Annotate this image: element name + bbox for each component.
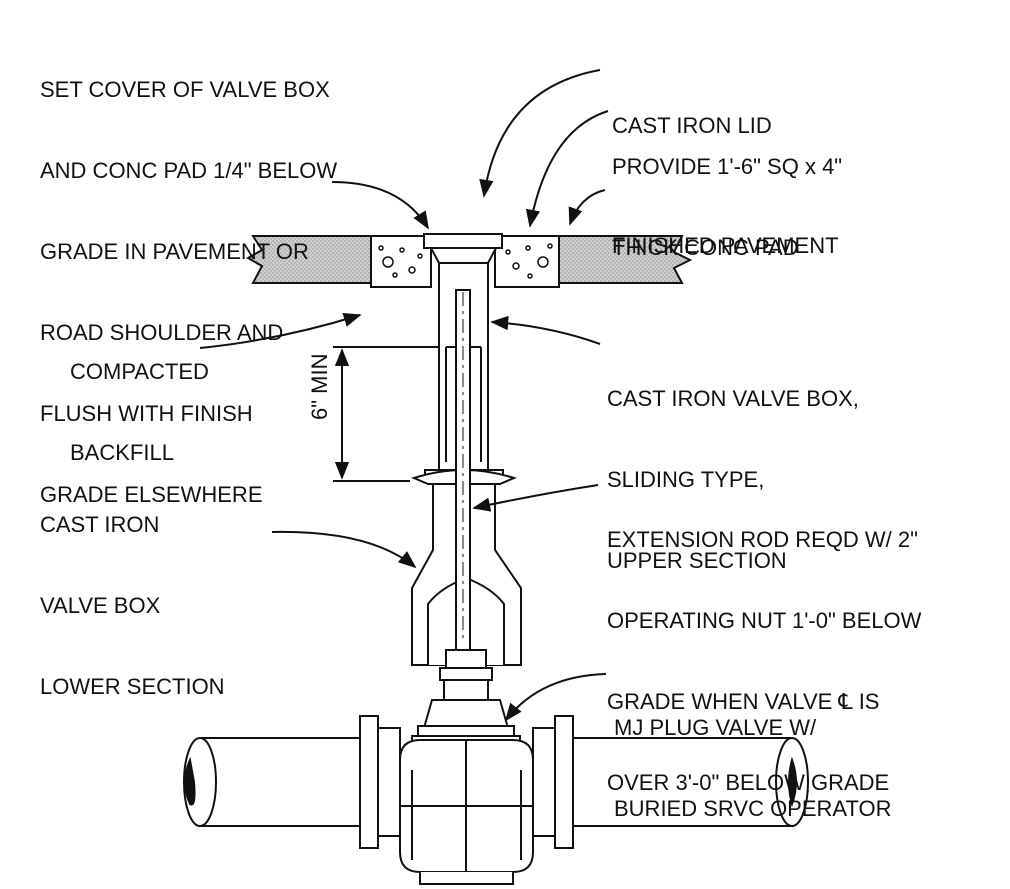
label-compacted-backfill: COMPACTED BACKFILL — [70, 304, 209, 493]
concrete-pad — [370, 235, 560, 288]
label-line: UPPER SECTION — [607, 548, 787, 573]
label-line: CAST IRON — [40, 512, 160, 537]
leader-lines — [199, 69, 609, 722]
label-set-cover: SET COVER OF VALVE BOX AND CONC PAD 1/4"… — [40, 22, 337, 535]
label-line: MJ PLUG VALVE W/ — [614, 715, 817, 740]
label-line: SET COVER OF VALVE BOX — [40, 77, 330, 102]
label-line: FINISHED PAVEMENT — [612, 233, 839, 258]
label-line: THICK CONC PAD — [612, 235, 799, 260]
label-line: ROAD SHOULDER AND — [40, 320, 284, 345]
label-upper-section: CAST IRON VALVE BOX, SLIDING TYPE, UPPER… — [607, 331, 859, 601]
label-line: OPERATING NUT 1'-0" BELOW — [607, 608, 922, 633]
label-line: BURIED SRVC OPERATOR — [614, 796, 892, 821]
label-line: GRADE ELSEWHERE — [40, 482, 263, 507]
label-line: VALVE BOX — [40, 593, 161, 618]
pipe-flanges — [359, 715, 574, 849]
label-line: GRADE WHEN VALVE ℄ IS — [607, 689, 880, 714]
min-dimension — [333, 346, 440, 482]
label-conc-pad: PROVIDE 1'-6" SQ x 4" THICK CONC PAD — [612, 99, 842, 288]
label-extension-rod: EXTENSION ROD REQD W/ 2" OPERATING NUT 1… — [607, 472, 921, 823]
label-line: OVER 3'-0" BELOW GRADE — [607, 770, 890, 795]
label-min-dimension: 6" MIN — [307, 353, 332, 420]
label-line: GRADE IN PAVEMENT OR — [40, 239, 309, 264]
label-line: SLIDING TYPE, — [607, 467, 765, 492]
label-finished-pavement: FINISHED PAVEMENT — [612, 178, 839, 286]
label-line: CAST IRON VALVE BOX, — [607, 386, 859, 411]
extension-rod — [455, 289, 471, 651]
label-lower-section: CAST IRON VALVE BOX LOWER SECTION — [40, 457, 225, 727]
label-plug-valve: MJ PLUG VALVE W/ BURIED SRVC OPERATOR — [614, 660, 892, 849]
label-cast-iron-lid: CAST IRON LID — [612, 58, 772, 166]
label-line: PROVIDE 1'-6" SQ x 4" — [612, 154, 843, 179]
label-line: EXTENSION ROD REQD W/ 2" — [607, 527, 918, 552]
cast-iron-lid — [423, 233, 503, 264]
label-line: COMPACTED — [70, 359, 209, 384]
plug-valve-body — [399, 739, 534, 885]
label-line: FLUSH WITH FINISH — [40, 401, 253, 426]
operating-nut — [439, 649, 493, 681]
label-line: LOWER SECTION — [40, 674, 225, 699]
label-line: AND CONC PAD 1/4" BELOW — [40, 158, 338, 183]
label-line: BACKFILL — [70, 440, 174, 465]
label-line: CAST IRON LID — [612, 113, 772, 138]
pipe — [183, 737, 809, 827]
